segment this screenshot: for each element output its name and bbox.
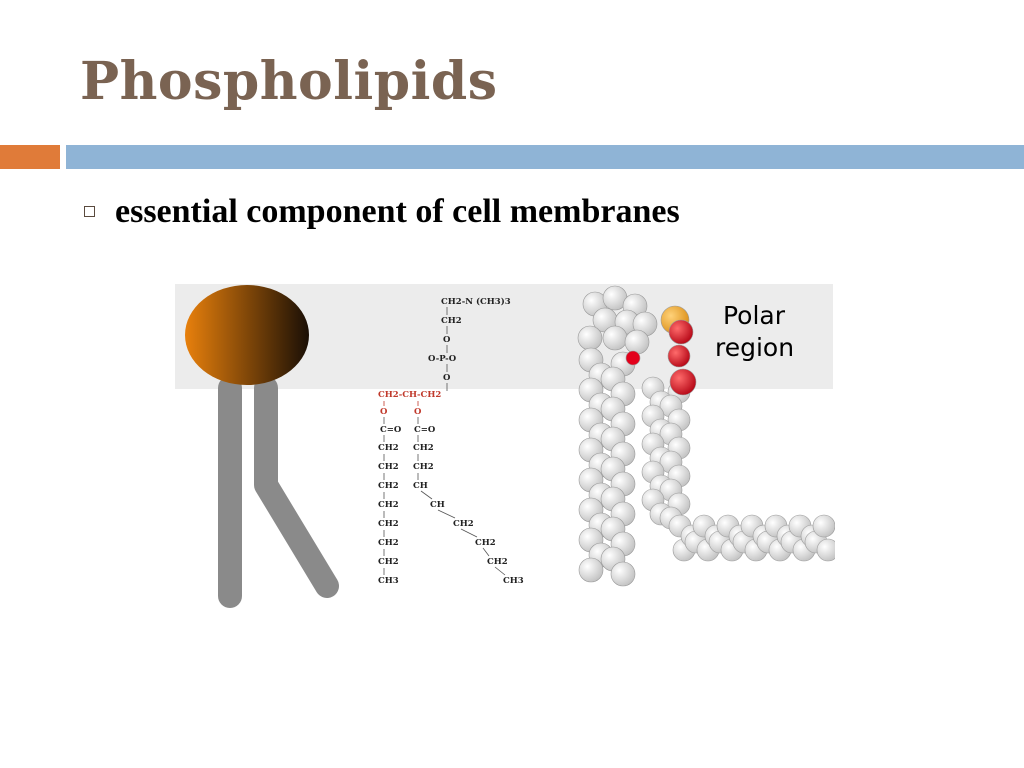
oxygen-atom (625, 350, 641, 366)
formula-right-chain-0: CH2 (413, 443, 434, 453)
formula-bond (420, 490, 433, 500)
formula-left-chain-2: CH2 (378, 481, 399, 491)
carbon-atom (610, 561, 636, 587)
formula-head-1: CH2 (441, 316, 462, 326)
formula-right-chain-1: CH2 (413, 462, 434, 472)
formula-left-chain-7: CH3 (378, 576, 399, 586)
oxygen-atom (669, 368, 697, 396)
formula-right-chain-2: CH (413, 481, 428, 491)
oxygen-atom (668, 319, 694, 345)
formula-right-chain-5: CH2 (475, 538, 496, 548)
carbon-atom (624, 329, 650, 355)
formula-head-2: O (443, 335, 451, 345)
oxygen-atom (667, 344, 691, 368)
formula-bond (482, 547, 490, 557)
formula-ester-1: C=O (414, 425, 436, 435)
polar-label-line2: region (715, 333, 794, 362)
formula-bond (437, 509, 456, 519)
formula-left-chain-0: CH2 (378, 443, 399, 453)
formula-glycerol: CH2-CH-CH2 (378, 390, 441, 400)
formula-left-chain-3: CH2 (378, 500, 399, 510)
carbon-atom (816, 538, 835, 562)
carbon-atom (812, 514, 835, 538)
formula-bond (494, 566, 506, 576)
polar-head (185, 285, 309, 385)
formula-head-3: O-P-O (428, 354, 457, 364)
bullet-text: essential component of cell membranes (115, 193, 680, 230)
formula-right-chain-7: CH3 (503, 576, 524, 586)
tail-right (254, 376, 339, 598)
accent-bar-orange (0, 145, 60, 169)
formula-ester-0: C=O (380, 425, 402, 435)
formula-left-chain-1: CH2 (378, 462, 399, 472)
formula-link-0: O (380, 407, 388, 417)
phospholipid-figure: CH2-N (CH3)3CH2OO-P-OOCH2-CH-CH2OC=OOC=O… (175, 284, 835, 608)
carbon-atom (602, 325, 628, 351)
formula-bond (460, 528, 478, 538)
structural-formula: CH2-N (CH3)3CH2OO-P-OOCH2-CH-CH2OC=OOC=O… (378, 296, 524, 586)
square-bullet-icon (84, 206, 95, 217)
accent-bar-blue (66, 145, 1024, 169)
formula-left-chain-5: CH2 (378, 538, 399, 548)
formula-link-1: O (414, 407, 422, 417)
formula-right-chain-3: CH (430, 500, 445, 510)
carbon-atom (578, 557, 604, 583)
space-filling-model (577, 285, 835, 587)
formula-right-chain-6: CH2 (487, 557, 508, 567)
page-title: Phospholipids (80, 51, 498, 112)
formula-left-chain-4: CH2 (378, 519, 399, 529)
formula-head-0: CH2-N (CH3)3 (441, 296, 511, 307)
formula-head-4: O (443, 373, 451, 383)
formula-right-chain-4: CH2 (453, 519, 474, 529)
polar-label-line1: Polar (723, 301, 786, 330)
phospholipid-schematic (185, 285, 339, 608)
carbon-atom (577, 325, 603, 351)
formula-left-chain-6: CH2 (378, 557, 399, 567)
